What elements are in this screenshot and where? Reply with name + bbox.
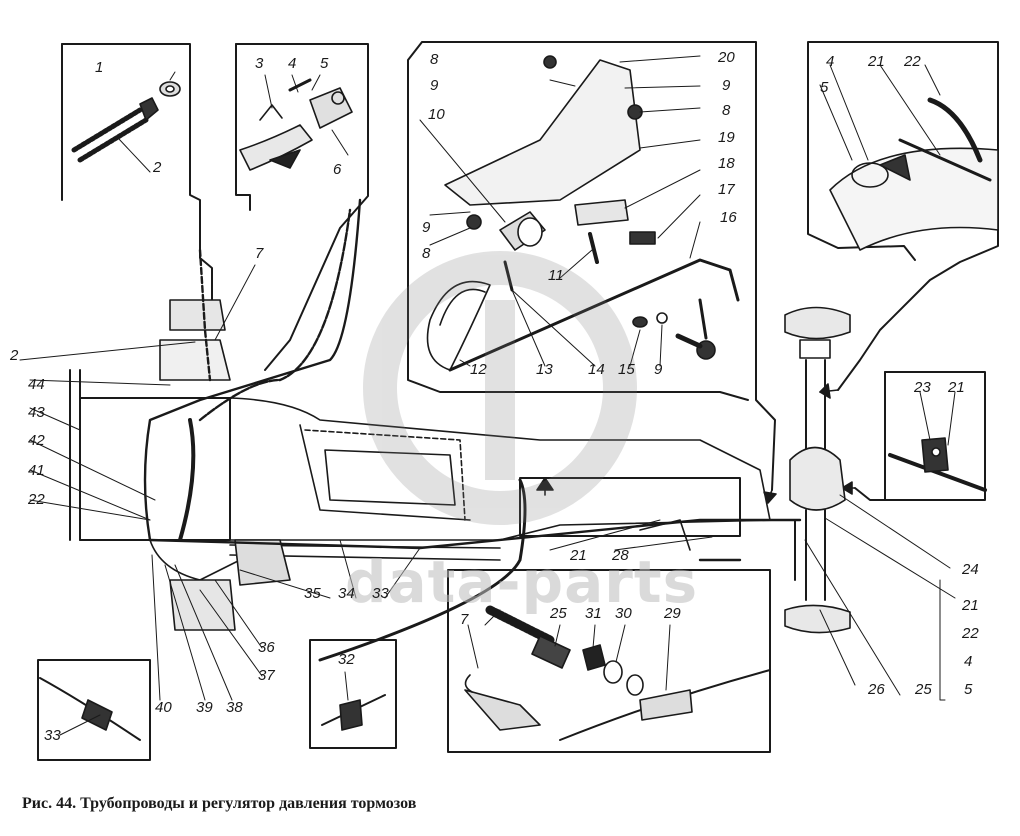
callout-label: 7 [255, 245, 264, 262]
callout-label: 35 [304, 585, 321, 602]
callout-label: 28 [612, 547, 629, 564]
callout-leaders [19, 55, 956, 736]
callout-label: 9 [422, 219, 431, 236]
callout-label: 44 [28, 376, 45, 393]
callout-label: 26 [868, 681, 885, 698]
hose-end-fitting [71, 81, 181, 163]
callout-label: 19 [718, 129, 735, 146]
callout-label: 4 [964, 653, 973, 670]
callout-label: 17 [718, 181, 735, 198]
gb-circle-logo-icon [363, 251, 637, 525]
callout-label: 4 [826, 53, 835, 70]
callout-label: 31 [585, 605, 602, 622]
callout-label: 22 [28, 491, 45, 508]
callout-label: 9 [654, 361, 663, 378]
callout-label: 41 [28, 462, 45, 479]
callout-label: 2 [153, 159, 162, 176]
vehicle-chassis-outline [69, 299, 781, 631]
callout-label: 21 [868, 53, 885, 70]
callout-label: 36 [258, 639, 275, 656]
callout-label: 38 [226, 699, 243, 716]
callout-label: 25 [550, 605, 567, 622]
callout-label: 25 [915, 681, 932, 698]
callout-label: 3 [255, 55, 264, 72]
hose-clamp-detail [888, 437, 987, 492]
callout-label: 8 [722, 102, 731, 119]
callout-label: 7 [460, 611, 469, 628]
callout-label: 13 [536, 361, 553, 378]
watermark-text: data-parts [345, 548, 699, 616]
rear-axle [784, 306, 851, 634]
regulator-fitting-detail [464, 605, 771, 741]
callout-label: 21 [948, 379, 965, 396]
callout-label: 5 [964, 681, 973, 698]
callout-label: 10 [428, 106, 445, 123]
callout-label: 23 [914, 379, 931, 396]
callout-label: 40 [155, 699, 172, 716]
inset-2-frame [235, 43, 369, 371]
callout-label: 4 [288, 55, 297, 72]
brake-pipe-runs [143, 198, 802, 662]
callout-label: 9 [722, 77, 731, 94]
callout-label: 24 [962, 561, 979, 578]
callout-label: 37 [258, 667, 275, 684]
callout-label: 20 [718, 49, 735, 66]
callout-label: 22 [962, 625, 979, 642]
inset-7-frame [37, 659, 151, 761]
pressure-regulator-assembly [426, 55, 740, 372]
inset-3-frame [407, 41, 776, 491]
callout-label: 8 [430, 51, 439, 68]
inset-8-frame [309, 639, 397, 749]
callout-label: 33 [44, 727, 61, 744]
callout-label: 32 [338, 651, 355, 668]
callout-label: 34 [338, 585, 355, 602]
callout-label: 5 [820, 79, 829, 96]
callout-label: 11 [548, 267, 564, 284]
hose-clip-detail [829, 97, 999, 251]
callout-label: 12 [470, 361, 487, 378]
callout-label: 33 [372, 585, 389, 602]
callout-label: 1 [95, 59, 104, 76]
inset-5-frame [854, 371, 986, 501]
callout-label: 21 [570, 547, 587, 564]
callout-label: 8 [422, 245, 431, 262]
callout-label: 21 [962, 597, 979, 614]
inset-6-frame [447, 569, 771, 753]
callout-label: 30 [615, 605, 632, 622]
callout-label: 2 [10, 347, 19, 364]
callout-label: 42 [28, 432, 45, 449]
figure-caption: Рис. 44. Трубопроводы и регулятор давлен… [22, 795, 417, 812]
callout-label: 43 [28, 404, 45, 421]
callout-label: 22 [904, 53, 921, 70]
clip-32-detail [321, 694, 386, 731]
inset-4-frame [807, 41, 999, 391]
callout-label: 39 [196, 699, 213, 716]
callout-label: 5 [320, 55, 329, 72]
callout-label: 9 [430, 77, 439, 94]
hose-union-detail [39, 677, 141, 741]
inset-1-frame [61, 43, 219, 311]
tee-fitting [239, 78, 353, 171]
callout-label: 29 [664, 605, 681, 622]
callout-label: 6 [333, 161, 342, 178]
callout-label: 18 [718, 155, 735, 172]
callout-label: 15 [618, 361, 635, 378]
callout-label: 16 [720, 209, 737, 226]
callout-label: 14 [588, 361, 605, 378]
